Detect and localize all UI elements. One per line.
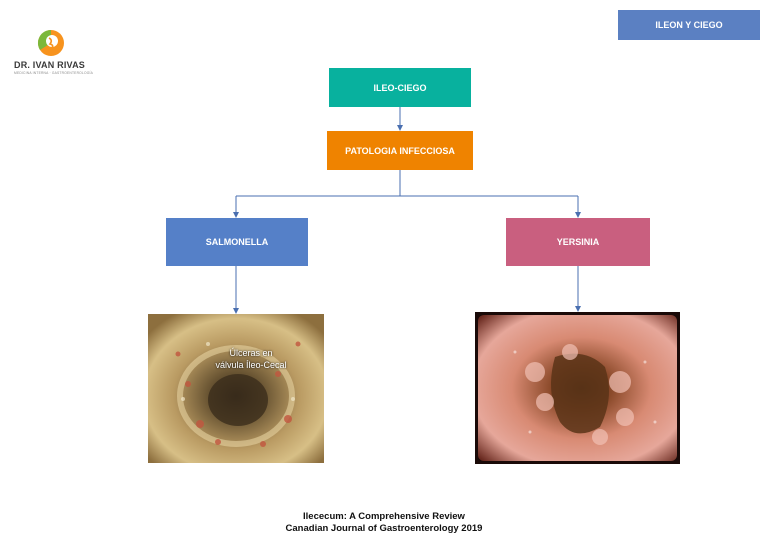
logo-subtitle: MEDICINA INTERNA · GASTROENTEROLOGÍA [14, 71, 94, 75]
logo: DR. IVAN RIVAS MEDICINA INTERNA · GASTRO… [14, 28, 94, 78]
citation: Ilececum: A Comprehensive Review Canadia… [0, 511, 768, 535]
salmonella-image-caption: Úlceras en válvula Íleo-Cecal [206, 347, 296, 371]
logo-name: DR. IVAN RIVAS [14, 60, 85, 70]
caption-line-1: Úlceras en [229, 348, 273, 358]
yersinia-endoscopy-image [475, 312, 680, 464]
salmonella-endoscopy-image: Úlceras en válvula Íleo-Cecal [148, 314, 324, 463]
node-root: ILEO-CIEGO [329, 68, 471, 107]
citation-journal: Canadian Journal of Gastroenterology 201… [285, 523, 483, 534]
logo-mark-icon [37, 29, 64, 56]
caption-line-2: válvula Íleo-Cecal [215, 360, 287, 370]
node-yersinia: YERSINIA [506, 218, 650, 266]
node-salmonella: SALMONELLA [166, 218, 308, 266]
citation-title: Ilececum: A Comprehensive Review [303, 511, 465, 522]
header-tag: ILEON Y CIEGO [618, 10, 760, 40]
node-category: PATOLOGIA INFECCIOSA [327, 131, 473, 170]
